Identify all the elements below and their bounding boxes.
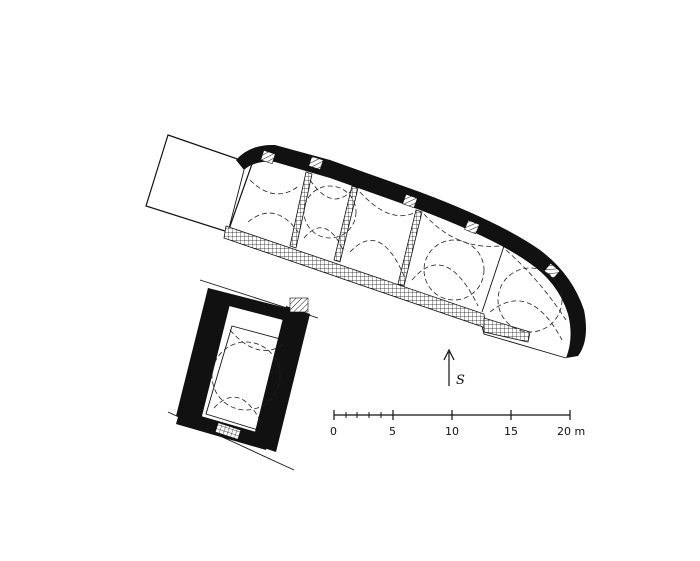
hatched-pier-5 bbox=[543, 262, 561, 280]
small-north-wall bbox=[206, 288, 310, 326]
southeast-grid-wall bbox=[483, 317, 531, 343]
hatched-pier-4 bbox=[464, 219, 480, 235]
vault-lines-chamber-4 bbox=[411, 213, 501, 307]
small-vault-lines bbox=[213, 329, 285, 425]
vault-circle-2 bbox=[423, 239, 485, 301]
hatched-pier-2 bbox=[308, 156, 324, 170]
north-arrow-label: S bbox=[456, 373, 465, 388]
partition-wall-3 bbox=[397, 209, 423, 287]
small-east-wall bbox=[252, 306, 310, 452]
scale-bar: 0 5 10 15 20 m bbox=[330, 410, 585, 438]
vault-circle-1 bbox=[303, 185, 357, 239]
hatched-pier-1 bbox=[260, 150, 276, 164]
partition-wall-1 bbox=[289, 171, 313, 249]
scale-label-20: 20 m bbox=[557, 425, 585, 438]
small-west-wall bbox=[176, 288, 232, 424]
small-inner-room bbox=[205, 325, 285, 431]
scale-label-0: 0 bbox=[330, 425, 337, 438]
north-arrow: S bbox=[443, 348, 465, 388]
small-grid-block bbox=[214, 422, 242, 440]
small-hatched-pier bbox=[289, 297, 309, 313]
scale-label-15: 15 bbox=[504, 425, 518, 438]
vault-lines-chamber-2 bbox=[303, 179, 353, 253]
vault-lines-chamber-3 bbox=[349, 191, 417, 277]
partition-wall-2 bbox=[333, 185, 359, 263]
scale-label-5: 5 bbox=[389, 425, 396, 438]
hatched-pier-3 bbox=[402, 193, 418, 209]
small-vault-circle bbox=[211, 341, 281, 411]
scale-label-10: 10 bbox=[445, 425, 459, 438]
north-arrow-head bbox=[443, 348, 455, 361]
outer-curved-wall bbox=[236, 144, 586, 358]
main-building-plan bbox=[145, 134, 586, 359]
small-building-plan bbox=[167, 279, 319, 471]
vault-lines-chamber-5 bbox=[489, 249, 567, 341]
vault-lines-chamber-1 bbox=[247, 179, 301, 233]
vault-circle-3 bbox=[497, 267, 563, 333]
annex-block bbox=[145, 134, 253, 233]
partition-wall-4 bbox=[481, 245, 505, 313]
